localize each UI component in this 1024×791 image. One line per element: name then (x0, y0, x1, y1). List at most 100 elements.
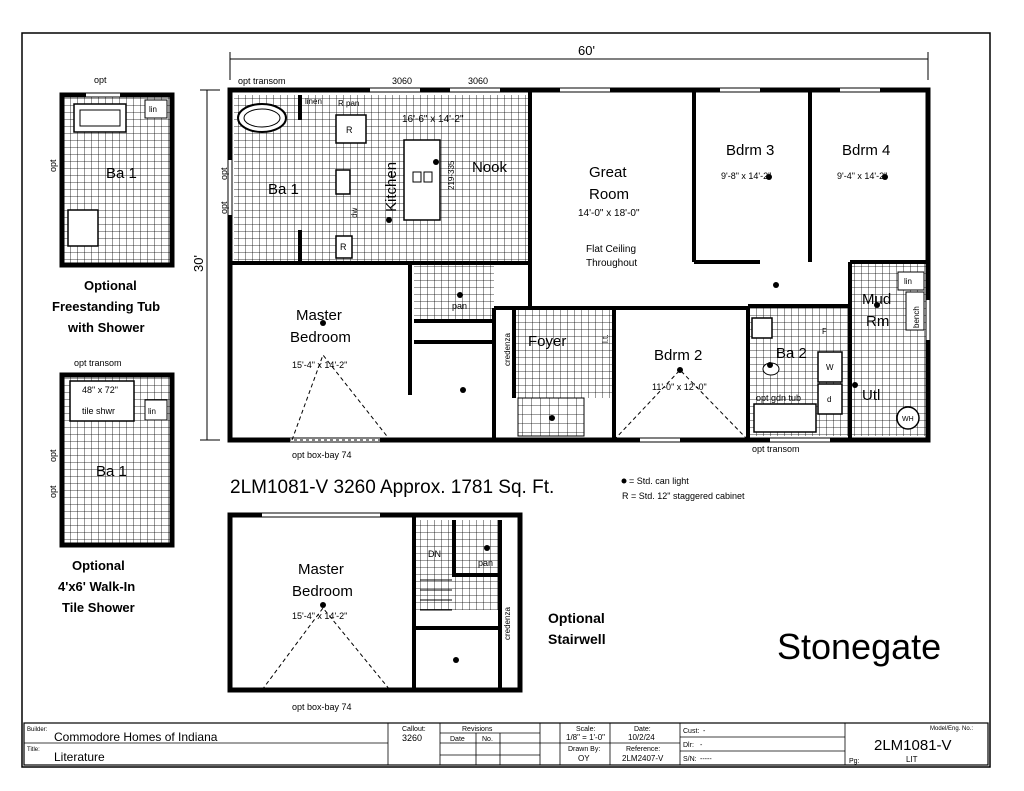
tb-date: 10/2/24 (628, 733, 655, 742)
washer (817, 351, 843, 383)
foyer-lt: l.t. (601, 335, 610, 343)
mud-linen (897, 271, 925, 291)
opt-window-a: opt (219, 167, 229, 180)
opt-stair-credenza: credenza (503, 607, 512, 640)
kitchen-size: 16'-6" x 14'-2" (402, 114, 464, 125)
option-freestanding-tub: opt opt Ba 1 lin Optional Freestanding T… (48, 75, 175, 335)
tb-title: Literature (54, 750, 105, 764)
tb-reference: 2LM2407-V (622, 754, 664, 763)
bdrm4-size: 9'-4" x 14'-2" (837, 171, 887, 181)
garden-tub (753, 403, 817, 433)
width-dimension: 60' (229, 43, 929, 80)
opt-tub-opt-top: opt (94, 75, 107, 85)
bdrm3-name: Bdrm 3 (726, 142, 774, 159)
utl-name: Utl (862, 387, 880, 404)
bdrm4-name: Bdrm 4 (842, 142, 890, 159)
sheet-border (21, 32, 991, 768)
tb-callout-label: Callout: (402, 726, 426, 733)
dryer-label: d (827, 395, 831, 404)
water-heater (896, 406, 920, 430)
bath2-vanity (751, 317, 773, 339)
opt-stair-bay: opt box-bay 74 (292, 702, 352, 712)
tb-title-label: Title: (27, 747, 40, 753)
tb-dlr-label: Dlr: (683, 742, 694, 749)
opt-stair-master: Master (298, 561, 344, 578)
opt-shower-size: 48" x 72" (82, 385, 118, 395)
bdrm2-size: 11'-0" x 12'-0" (652, 382, 707, 392)
ba2-tub: opt gdn tub (756, 393, 801, 403)
tb-pg-label: Pg: (849, 758, 860, 765)
legend-cabinet: R = Std. 12" staggered cabinet (622, 491, 745, 501)
tb-model: 2LM1081-V (874, 737, 952, 754)
legend-can-light: = Std. can light (629, 476, 689, 486)
overall-depth: 30' (191, 255, 206, 272)
box-bay-lines (291, 353, 391, 441)
dishwasher-label: dw (350, 208, 359, 218)
main-floor-plan: 60' 30' (191, 43, 931, 501)
pantry-tile-floor (414, 263, 494, 321)
mud-bench-label: bench (912, 306, 921, 328)
opt-shower-opt-b: opt (48, 485, 58, 498)
bathtub (237, 103, 287, 133)
tb-revisions: Revisions (462, 726, 493, 733)
opt-stair-caption1: Optional (548, 610, 605, 626)
mudroom-tile-floor (850, 262, 926, 436)
tb-date-label: Date: (634, 726, 651, 733)
opt-tub-caption2: Freestanding Tub (52, 299, 160, 314)
door-3060-a: 3060 (392, 76, 412, 86)
opt-tub-caption3: with Shower (67, 320, 145, 335)
opt-stair-caption2: Stairwell (548, 631, 606, 647)
opt-stair-dn: DN (428, 549, 441, 559)
foyer-tile-floor (514, 308, 614, 398)
range (335, 169, 351, 195)
opt-stair-master2: Bedroom (292, 583, 353, 600)
island-size: 219-335 (447, 160, 456, 190)
opt-tub-label: Ba 1 (106, 165, 137, 182)
washer-label: W (826, 363, 834, 372)
great-room-name: Great (589, 164, 627, 181)
opt-shower-label: Ba 1 (96, 463, 127, 480)
tb-date-col: Date (450, 736, 465, 743)
ba1-name: Ba 1 (268, 181, 299, 198)
master-size: 15'-4" x 14'-2" (292, 360, 347, 370)
tb-builder-label: Builder: (27, 727, 48, 733)
tb-reference-label: Reference: (626, 746, 660, 753)
door-3060-b: 3060 (468, 76, 488, 86)
brand-name: Stonegate (777, 626, 941, 667)
opt-shower-transom: opt transom (74, 358, 122, 368)
mud-name2: Rm (866, 313, 889, 330)
mud-lin: lin (904, 277, 912, 286)
nook-name: Nook (472, 159, 508, 176)
can-lights (320, 159, 888, 421)
tb-cust: - (703, 728, 706, 735)
opt-tub-opt-side: opt (48, 159, 58, 172)
opt-tub-caption1: Optional (84, 278, 137, 293)
ba1-rpan: R pan (338, 99, 359, 108)
mud-name: Mud (862, 291, 891, 308)
opt-shower-desc: tile shwr (82, 406, 115, 416)
tb-cust-label: Cust: (683, 728, 699, 735)
opt-tub-lin: lin (149, 105, 157, 114)
opt-shower-caption3: Tile Shower (62, 600, 135, 615)
opt-shower-lin: lin (148, 407, 156, 416)
freezer-label: F (822, 327, 827, 336)
tb-sn: ----- (700, 756, 712, 763)
tb-pg: LIT (906, 755, 918, 764)
tb-builder: Commodore Homes of Indiana (54, 730, 218, 744)
master-bay: opt box-bay 74 (292, 450, 352, 460)
opt-shower-caption1: Optional (72, 558, 125, 573)
title-block: Builder: Commodore Homes of Indiana Titl… (23, 722, 989, 766)
master-name: Master (296, 307, 342, 324)
opt-shower-caption2: 4'x6' Walk-In (58, 579, 135, 594)
cabinet-r-label: R (340, 242, 347, 252)
opt-stair-pan: pan (478, 558, 493, 568)
great-room-name2: Room (589, 186, 629, 203)
cabinet-r (335, 235, 353, 259)
opt-shower-opt-a: opt (48, 449, 58, 462)
overall-width: 60' (578, 43, 595, 58)
tb-scale: 1/8" = 1'-0" (566, 733, 605, 742)
depth-dimension: 30' (191, 89, 220, 441)
bottom-transom: opt transom (752, 444, 800, 454)
ba2-name: Ba 2 (776, 345, 807, 362)
